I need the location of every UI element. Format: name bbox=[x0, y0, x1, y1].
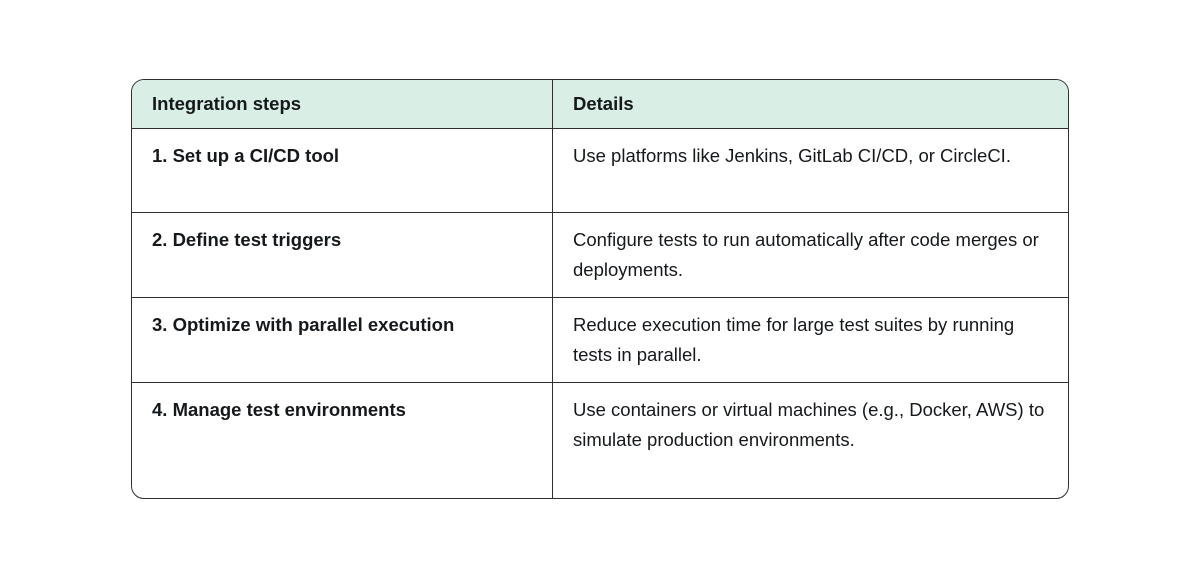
details-cell: Reduce execution time for large test sui… bbox=[552, 298, 1068, 382]
table-row: 3. Optimize with parallel execution Redu… bbox=[132, 297, 1068, 382]
details-cell: Use platforms like Jenkins, GitLab CI/CD… bbox=[552, 129, 1068, 212]
table-row: 2. Define test triggers Configure tests … bbox=[132, 212, 1068, 297]
step-cell: 2. Define test triggers bbox=[152, 229, 342, 250]
integration-steps-table: Integration steps Details 1. Set up a CI… bbox=[131, 79, 1069, 499]
column-header-details: Details bbox=[552, 80, 1068, 128]
step-cell: 3. Optimize with parallel execution bbox=[152, 314, 455, 335]
details-cell: Configure tests to run automatically aft… bbox=[552, 213, 1068, 297]
details-cell: Use containers or virtual machines (e.g.… bbox=[552, 383, 1068, 498]
table-row: 1. Set up a CI/CD tool Use platforms lik… bbox=[132, 128, 1068, 212]
step-cell: 4. Manage test environments bbox=[152, 399, 406, 420]
table-row: 4. Manage test environments Use containe… bbox=[132, 382, 1068, 498]
table-header-row: Integration steps Details bbox=[132, 80, 1068, 128]
column-header-integration-steps: Integration steps bbox=[152, 93, 302, 114]
step-cell: 1. Set up a CI/CD tool bbox=[152, 145, 340, 166]
